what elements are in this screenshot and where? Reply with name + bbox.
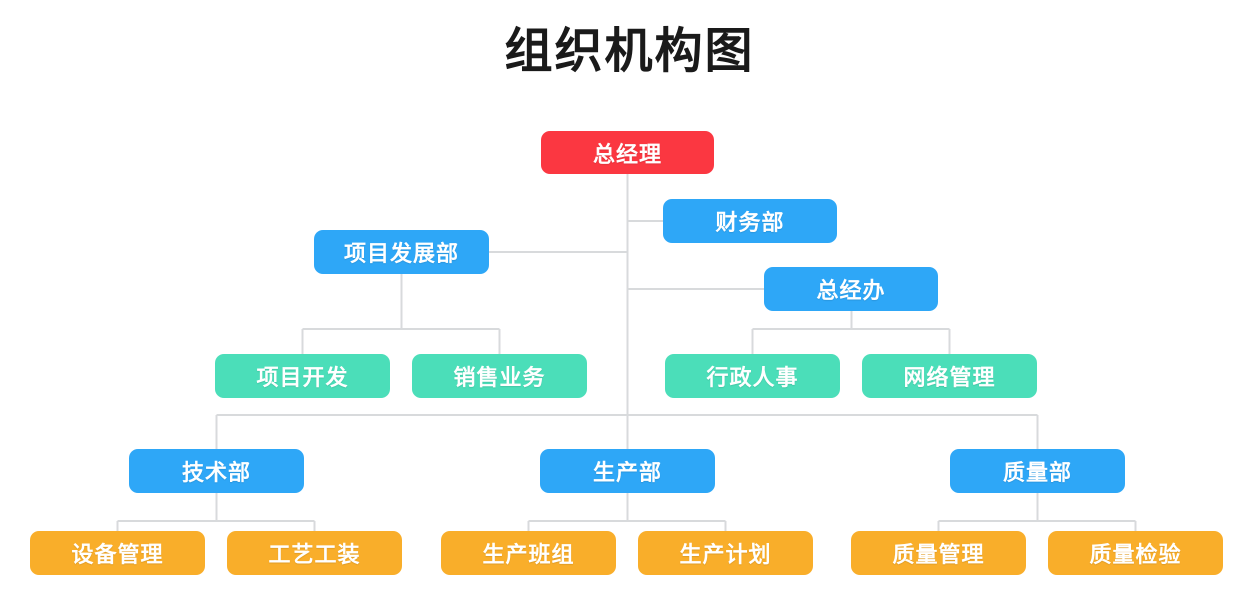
page-title: 组织机构图 [504,25,755,78]
org-node-finance[interactable]: 财务部 [663,199,837,243]
org-node-label: 质量管理 [892,542,985,567]
org-node-label: 网络管理 [903,365,996,390]
org-node-quality-mgmt[interactable]: 质量管理 [851,531,1026,575]
org-node-process-tool[interactable]: 工艺工装 [227,531,402,575]
org-node-label: 财务部 [715,210,785,235]
org-node-label: 生产班组 [482,542,575,567]
org-node-quality-dept[interactable]: 质量部 [950,449,1125,493]
org-node-label: 工艺工装 [268,542,361,567]
org-node-label: 行政人事 [706,365,799,390]
org-node-label: 质量检验 [1089,542,1182,567]
org-node-prod-dept[interactable]: 生产部 [540,449,715,493]
org-node-label: 销售业务 [453,365,546,390]
org-node-label: 总经理 [592,141,662,167]
org-node-gm-office[interactable]: 总经办 [764,267,938,311]
org-node-admin-hr[interactable]: 行政人事 [665,354,840,398]
org-node-label: 总经办 [816,278,886,303]
org-node-prod-team[interactable]: 生产班组 [441,531,616,575]
org-node-quality-insp[interactable]: 质量检验 [1048,531,1223,575]
org-node-project-dev[interactable]: 项目发展部 [314,230,489,274]
org-node-tech-dept[interactable]: 技术部 [129,449,304,493]
org-node-label: 生产部 [592,460,662,485]
org-node-label: 设备管理 [71,542,164,567]
org-node-prod-plan[interactable]: 生产计划 [638,531,813,575]
org-node-label: 项目开发 [256,365,349,390]
org-node-label: 技术部 [181,460,251,485]
org-node-equip-mgmt[interactable]: 设备管理 [30,531,205,575]
org-node-label: 项目发展部 [343,241,459,266]
org-node-network-mgmt[interactable]: 网络管理 [862,354,1037,398]
org-node-proj-develop[interactable]: 项目开发 [215,354,390,398]
org-node-gm[interactable]: 总经理 [541,131,714,174]
org-node-label: 生产计划 [679,542,772,567]
org-node-sales[interactable]: 销售业务 [412,354,587,398]
org-node-label: 质量部 [1002,460,1072,485]
